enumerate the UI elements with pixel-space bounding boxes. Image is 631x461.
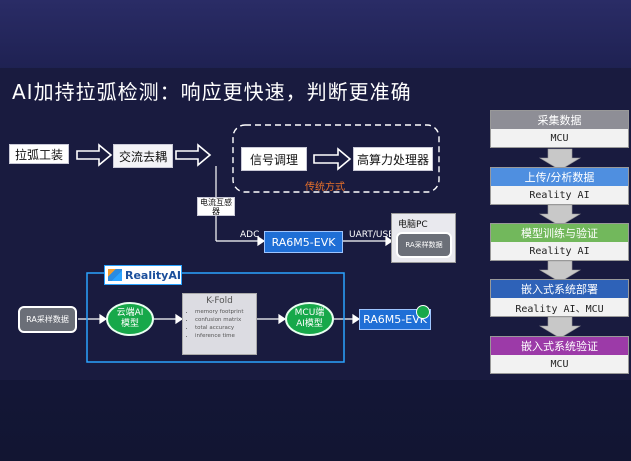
realityai-logo: RealityAI xyxy=(104,265,182,285)
traditional-label: 传统方式 xyxy=(305,182,345,193)
ra-data-label: RA采样数据 xyxy=(26,315,69,324)
step-chevron-4 xyxy=(538,316,582,339)
step-4: 嵌入式系统部署 Reality AI、MCU xyxy=(490,279,629,317)
status-dot-icon xyxy=(416,305,430,319)
kfold-title: K-Fold xyxy=(206,296,233,306)
step-2-head: 上传/分析数据 xyxy=(491,168,628,186)
step-4-sub: Reality AI、MCU xyxy=(491,298,628,316)
board-bottom-box: RA6M5-EVK xyxy=(359,309,431,330)
realityai-logo-icon xyxy=(108,269,122,281)
step-3-sub: Reality AI xyxy=(491,242,628,260)
hollow-arrow-2 xyxy=(175,143,212,167)
step-5: 嵌入式系统验证 MCU xyxy=(490,336,629,374)
mcu-model-ellipse: MCU端 AI模型 xyxy=(285,302,334,336)
pc-inner-label: RA采样数据 xyxy=(405,241,443,249)
uart-label: UART/USB xyxy=(349,230,395,240)
step-1-sub: MCU xyxy=(491,129,628,147)
pc-title: 电脑PC xyxy=(398,220,428,230)
high-proc-label: 高算力处理器 xyxy=(356,152,429,167)
adc-label: ADC xyxy=(240,230,260,240)
signal-cond-label: 信号调理 xyxy=(249,152,298,167)
kfold-item: total accuracy xyxy=(195,324,243,332)
ra-data-box: RA采样数据 xyxy=(18,306,77,333)
mcu-model-label: MCU端 AI模型 xyxy=(294,308,325,329)
kfold-item: confusion matrix xyxy=(195,316,243,324)
page-title: AI加持拉弧检测：响应更快速，判断更准确 xyxy=(12,80,412,104)
arc-device-label: 拉弧工装 xyxy=(14,147,63,162)
current-sensor-box: 电流互感器 xyxy=(197,197,235,216)
kfold-item: memory footprint xyxy=(195,308,243,316)
kfold-list: memory footprint confusion matrix total … xyxy=(187,308,243,340)
ac-decouple-label: 交流去耦 xyxy=(118,149,167,164)
step-2-sub: Reality AI xyxy=(491,186,628,204)
step-5-sub: MCU xyxy=(491,355,628,373)
step-chevron-2 xyxy=(538,204,582,227)
cloud-model-ellipse: 云端AI 模型 xyxy=(106,302,154,336)
step-5-head: 嵌入式系统验证 xyxy=(491,337,628,355)
step-chevron-1 xyxy=(538,148,582,171)
arc-device-box: 拉弧工装 xyxy=(9,144,69,164)
realityai-frame xyxy=(86,272,345,363)
ac-decouple-box: 交流去耦 xyxy=(113,144,173,168)
kfold-box: K-Fold memory footprint confusion matrix… xyxy=(182,293,257,355)
high-proc-box: 高算力处理器 xyxy=(353,147,433,171)
cloud-model-label: 云端AI 模型 xyxy=(116,308,144,329)
realityai-logo-text: RealityAI xyxy=(125,268,181,282)
step-4-head: 嵌入式系统部署 xyxy=(491,280,628,298)
board-top-label: RA6M5-EVK xyxy=(271,235,336,249)
step-1: 采集数据 MCU xyxy=(490,110,629,148)
board-top-box: RA6M5-EVK xyxy=(264,231,343,253)
step-3-head: 模型训练与验证 xyxy=(491,224,628,242)
board-bottom-label: RA6M5-EVK xyxy=(363,313,427,326)
traditional-dashed-frame xyxy=(232,124,440,193)
step-3: 模型训练与验证 Reality AI xyxy=(490,223,629,261)
kfold-item: inference time xyxy=(195,332,243,340)
current-sensor-label: 电流互感器 xyxy=(200,197,232,216)
step-2: 上传/分析数据 Reality AI xyxy=(490,167,629,205)
step-1-head: 采集数据 xyxy=(491,111,628,129)
pc-box: 电脑PC RA采样数据 xyxy=(391,213,456,263)
signal-cond-box: 信号调理 xyxy=(241,147,307,171)
step-chevron-3 xyxy=(538,260,582,283)
pc-inner-box: RA采样数据 xyxy=(396,232,452,258)
hollow-arrow-3 xyxy=(313,147,352,171)
hollow-arrow-1 xyxy=(76,143,113,167)
